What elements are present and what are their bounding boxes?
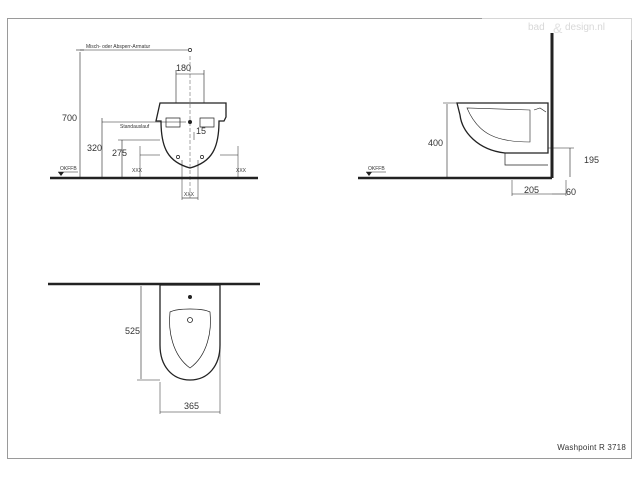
front-view [50, 48, 258, 200]
top-tap-hole-icon [188, 295, 192, 299]
logo-backdrop [482, 2, 638, 40]
bolt-hole-right-icon [200, 155, 204, 159]
dim-365-label: 365 [184, 401, 199, 411]
dim-195-label: 195 [584, 155, 599, 165]
dim-15-label: 15 [196, 126, 206, 136]
top-bidet-bowl [169, 308, 211, 369]
dim-275-label: 275 [112, 148, 127, 158]
dim-180-label: 180 [176, 63, 191, 73]
front-floor-label: OKFFB [60, 166, 77, 172]
side-floor-label: OKFFB [368, 166, 385, 172]
dim-xxx-right-label: XXX [236, 168, 247, 174]
dim-400-label: 400 [428, 138, 443, 148]
side-view [358, 33, 574, 196]
logo-ampersand: & [553, 20, 563, 36]
front-fitting-right [199, 117, 215, 128]
spout-label: Standauslauf [120, 124, 150, 130]
dim-xxx-left-label: XXX [132, 168, 143, 174]
dim-320-label: 320 [87, 143, 102, 153]
side-fitting [533, 107, 547, 113]
top-drain-icon [187, 317, 193, 323]
side-bidet-profile [456, 102, 549, 154]
fitting-marker-icon [188, 48, 192, 52]
bolt-hole-left-icon [176, 155, 180, 159]
fitting-label: Misch- oder Absperr-Armatur [86, 44, 151, 50]
spout-hole-icon [188, 120, 192, 124]
brand-logo: bad & design.nl [482, 2, 638, 40]
side-bidet-bowl [466, 107, 531, 143]
side-bidet-base [504, 153, 548, 166]
side-floor-marker-icon [366, 172, 372, 176]
front-bidet-body [155, 102, 227, 169]
dim-60-label: 60 [566, 187, 576, 197]
top-bidet-outline [159, 284, 221, 381]
front-fitting-left [165, 117, 181, 128]
logo-text-right: design.nl [565, 22, 605, 33]
dim-525-label: 525 [125, 326, 140, 336]
product-caption: Washpoint R 3718 [557, 443, 626, 452]
dim-xxx-bottom-label: XXX [184, 192, 195, 198]
top-view [48, 282, 260, 414]
dim-700-label: 700 [62, 113, 77, 123]
logo-text-left: bad [528, 22, 545, 33]
page-frame [7, 18, 632, 459]
dim-205-label: 205 [524, 185, 539, 195]
front-floor-marker-icon [58, 172, 64, 176]
